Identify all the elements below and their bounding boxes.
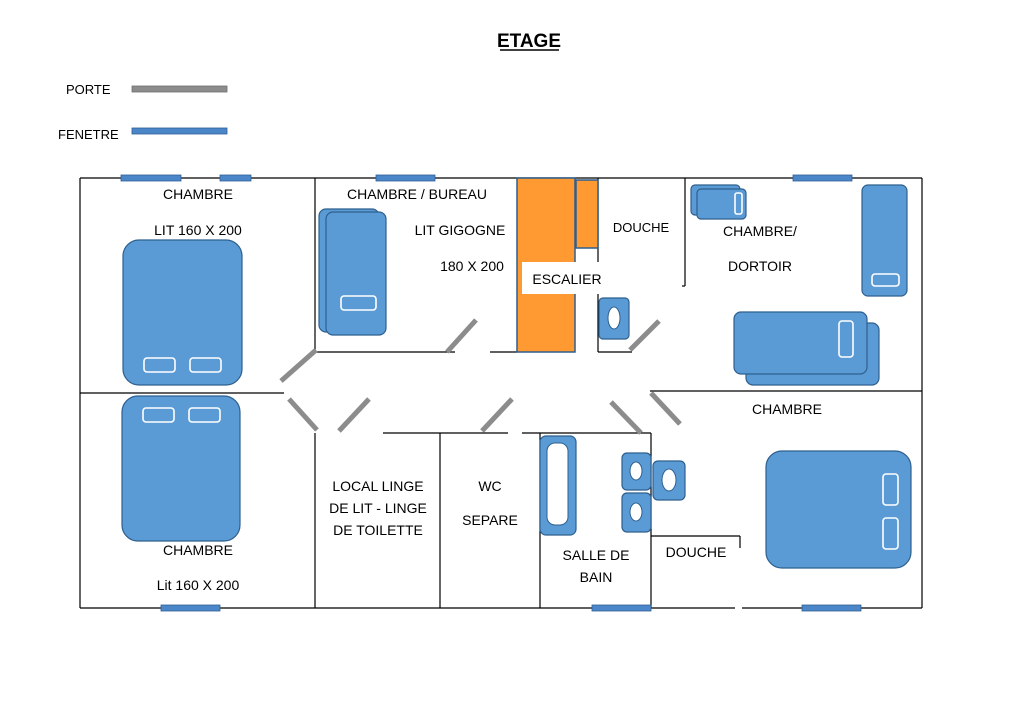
window [219,174,252,182]
label-chambre-se: CHAMBRE [752,401,822,417]
door [649,391,682,426]
label-douche-south: DOUCHE [666,544,727,560]
door [628,319,661,352]
label-chambre-bureau: CHAMBRE / BUREAU [347,186,487,202]
label-douche-north: DOUCHE [613,220,670,235]
label-chambre-sw: CHAMBRE [163,542,233,558]
toilet-north [598,297,630,340]
label-local-linge-1: LOCAL LINGE [332,478,423,494]
bed-double-se [765,450,912,569]
window [375,174,436,182]
label-salle-de-bain-1: SALLE DE [563,547,630,563]
doors [279,318,682,435]
label-bed-sw: Lit 160 X 200 [157,577,240,593]
bed-double-nw [122,239,243,386]
bathroom-fixtures [539,435,686,536]
legend-door-label: PORTE [66,82,111,97]
label-dortoir-line2: DORTOIR [728,258,792,274]
stair-small [575,179,599,249]
dortoir-beds [690,184,908,386]
legend-door-swatch [131,85,228,93]
door [337,397,371,433]
label-wc: WC [478,478,501,494]
legend-window-swatch [131,127,228,135]
label-wc-separe: SEPARE [462,512,518,528]
door [287,397,319,432]
plan-title: ETAGE [497,31,561,52]
door [609,400,643,435]
label-lit-gigogne: LIT GIGOGNE [415,222,506,238]
label-bed-nw: LIT 160 X 200 [154,222,242,238]
stair-label-bg [522,262,612,294]
label-salle-de-bain-2: BAIN [580,569,613,585]
label-escalier: ESCALIER [532,271,601,287]
label-chambre-nw: CHAMBRE [163,186,233,202]
label-dortoir-line1: CHAMBRE/ [723,223,797,239]
door [279,348,318,383]
door [445,318,478,354]
label-180x200: 180 X 200 [440,258,504,274]
legend: PORTE FENETRE [58,82,228,142]
label-local-linge-3: DE TOILETTE [333,522,423,538]
bed-double-sw [121,395,241,542]
window [120,174,182,182]
window [801,604,862,612]
windows [120,174,862,612]
window [160,604,221,612]
trundle-bed [318,208,387,336]
window [792,174,853,182]
legend-window-label: FENETRE [58,127,119,142]
door [480,397,514,433]
staircase [516,177,612,353]
room-labels: CHAMBRE LIT 160 X 200 CHAMBRE / BUREAU L… [154,186,822,593]
window [591,604,652,612]
label-local-linge-2: DE LIT - LINGE [329,500,427,516]
